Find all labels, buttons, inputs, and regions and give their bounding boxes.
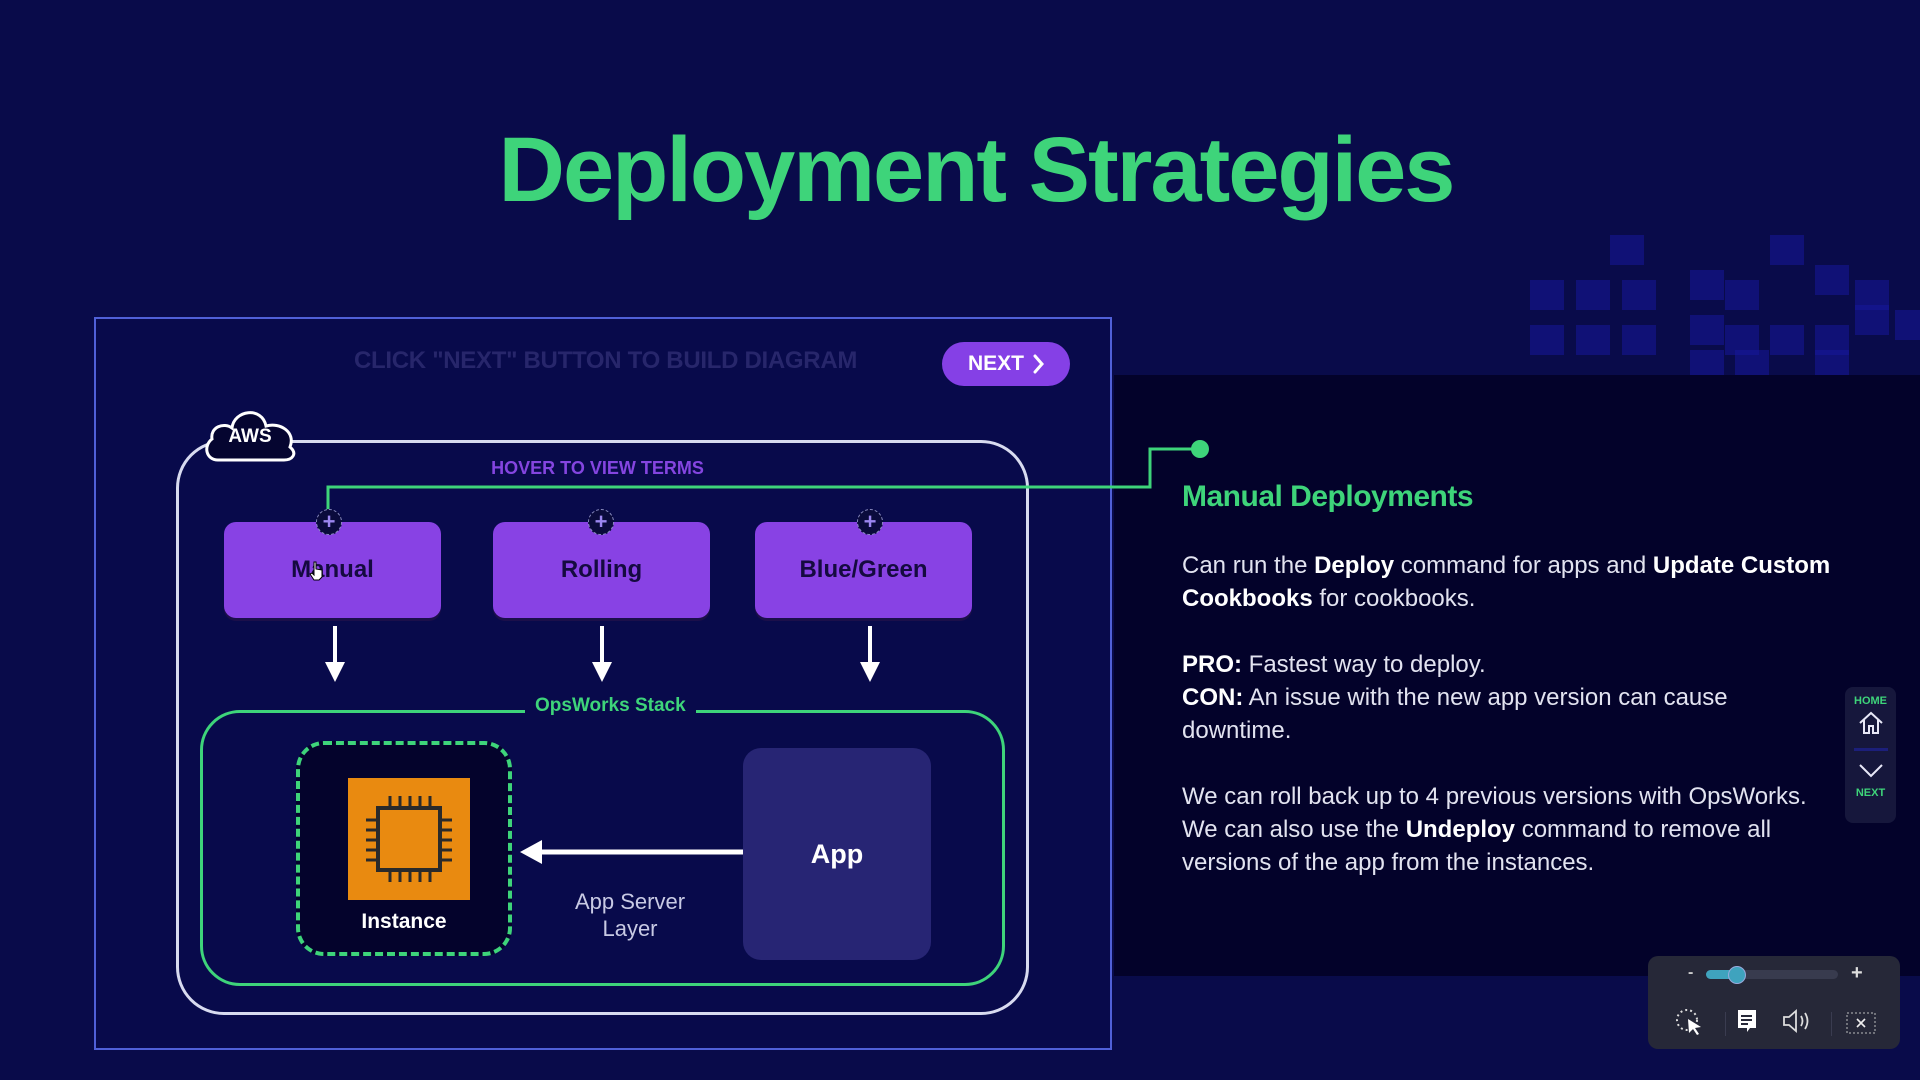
- layer-label-line1: App Server: [574, 889, 686, 914]
- nav-divider: [1853, 748, 1888, 751]
- home-label: HOME: [1854, 695, 1887, 707]
- info-pro-con: PRO: Fastest way to deploy. CON: An issu…: [1182, 648, 1832, 747]
- opsworks-stack-label: OpsWorks Stack: [525, 695, 696, 717]
- down-arrow-icon: [860, 626, 880, 682]
- next-button[interactable]: NEXT: [942, 342, 1070, 386]
- zoom-in-button[interactable]: +: [1851, 962, 1863, 984]
- connector-dot: [1191, 440, 1209, 458]
- strategy-label: Rolling: [560, 556, 643, 583]
- zoom-slider-knob[interactable]: [1728, 966, 1747, 984]
- divider: [1725, 1012, 1726, 1036]
- info-paragraph-rollback: We can roll back up to 4 previous versio…: [1182, 780, 1832, 879]
- ec2-chip-icon: [348, 778, 470, 900]
- strategy-label: Blue/Green: [799, 556, 928, 583]
- hand-cursor-icon: [309, 561, 323, 581]
- text: Can run the: [1182, 552, 1315, 579]
- bold-term: Undeploy: [1405, 816, 1516, 843]
- down-arrow-icon: [325, 626, 345, 682]
- cursor-highlight-icon[interactable]: [1674, 1007, 1704, 1037]
- app-box[interactable]: App: [743, 748, 931, 960]
- volume-icon[interactable]: [1782, 1008, 1814, 1034]
- expand-manual-icon[interactable]: +: [316, 509, 342, 535]
- chevron-right-icon: [1033, 354, 1044, 374]
- next-label[interactable]: NEXT: [1855, 787, 1886, 799]
- player-controls: - +: [1648, 956, 1900, 1049]
- cloud-icon: [205, 411, 296, 462]
- info-panel: [1114, 375, 1920, 976]
- con-line: CON: An issue with the new app version c…: [1182, 681, 1782, 747]
- strategy-label: Manual: [291, 556, 374, 583]
- down-arrow-icon: [592, 626, 612, 682]
- zoom-out-button[interactable]: -: [1688, 964, 1694, 981]
- left-arrow-icon: [520, 840, 743, 864]
- zoom-slider-fill: [1706, 970, 1737, 979]
- strategy-rolling-button[interactable]: Rolling: [493, 522, 710, 618]
- strategy-manual-button[interactable]: Manual: [224, 522, 441, 618]
- info-title: Manual Deployments: [1182, 480, 1474, 513]
- pro-label: PRO:: [1182, 651, 1242, 678]
- text: We can roll back up to 4 previous versio…: [1182, 783, 1807, 843]
- app-label: App: [810, 838, 864, 869]
- pro-text: Fastest way to deploy.: [1242, 651, 1486, 678]
- zoom-slider[interactable]: [1706, 966, 1838, 984]
- build-instruction: CLICK "NEXT" BUTTON TO BUILD DIAGRAM: [354, 347, 858, 374]
- decorative-pixel-pattern: [1510, 225, 1920, 380]
- expand-blue-green-icon[interactable]: +: [857, 509, 883, 535]
- con-label: CON:: [1182, 684, 1244, 711]
- aws-cloud-container: [176, 440, 1029, 1015]
- side-nav: HOME NEXT: [1845, 687, 1896, 823]
- instance-label: Instance: [361, 910, 447, 933]
- bold-term: Update Custom Cookbooks: [1182, 552, 1831, 612]
- text: for cookbooks.: [1312, 585, 1476, 612]
- close-icon[interactable]: [1846, 1012, 1876, 1034]
- app-server-layer-label: App Server Layer: [560, 888, 700, 942]
- divider: [1831, 1012, 1832, 1036]
- expand-rolling-icon[interactable]: +: [588, 509, 614, 535]
- text: command to remove all versions of the ap…: [1182, 816, 1772, 876]
- strategy-blue-green-button[interactable]: Blue/Green: [755, 522, 972, 618]
- next-button-label: NEXT: [967, 352, 1024, 375]
- connector-line: [326, 440, 1209, 522]
- hover-hint: HOVER TO VIEW TERMS: [491, 458, 704, 478]
- bold-term: Deploy: [1314, 552, 1395, 579]
- aws-label: AWS: [228, 426, 272, 447]
- pro-line: PRO: Fastest way to deploy.: [1182, 648, 1832, 681]
- chevron-down-icon[interactable]: [1858, 763, 1884, 779]
- text: command for apps and: [1394, 552, 1653, 579]
- captions-icon[interactable]: [1736, 1008, 1758, 1034]
- con-text: An issue with the new app version can ca…: [1182, 684, 1728, 744]
- page-title: Deployment Strategies: [498, 119, 1456, 221]
- home-icon[interactable]: [1858, 710, 1884, 736]
- layer-label-line2: Layer: [602, 916, 658, 941]
- info-paragraph-commands: Can run the Deploy command for apps and …: [1182, 549, 1832, 615]
